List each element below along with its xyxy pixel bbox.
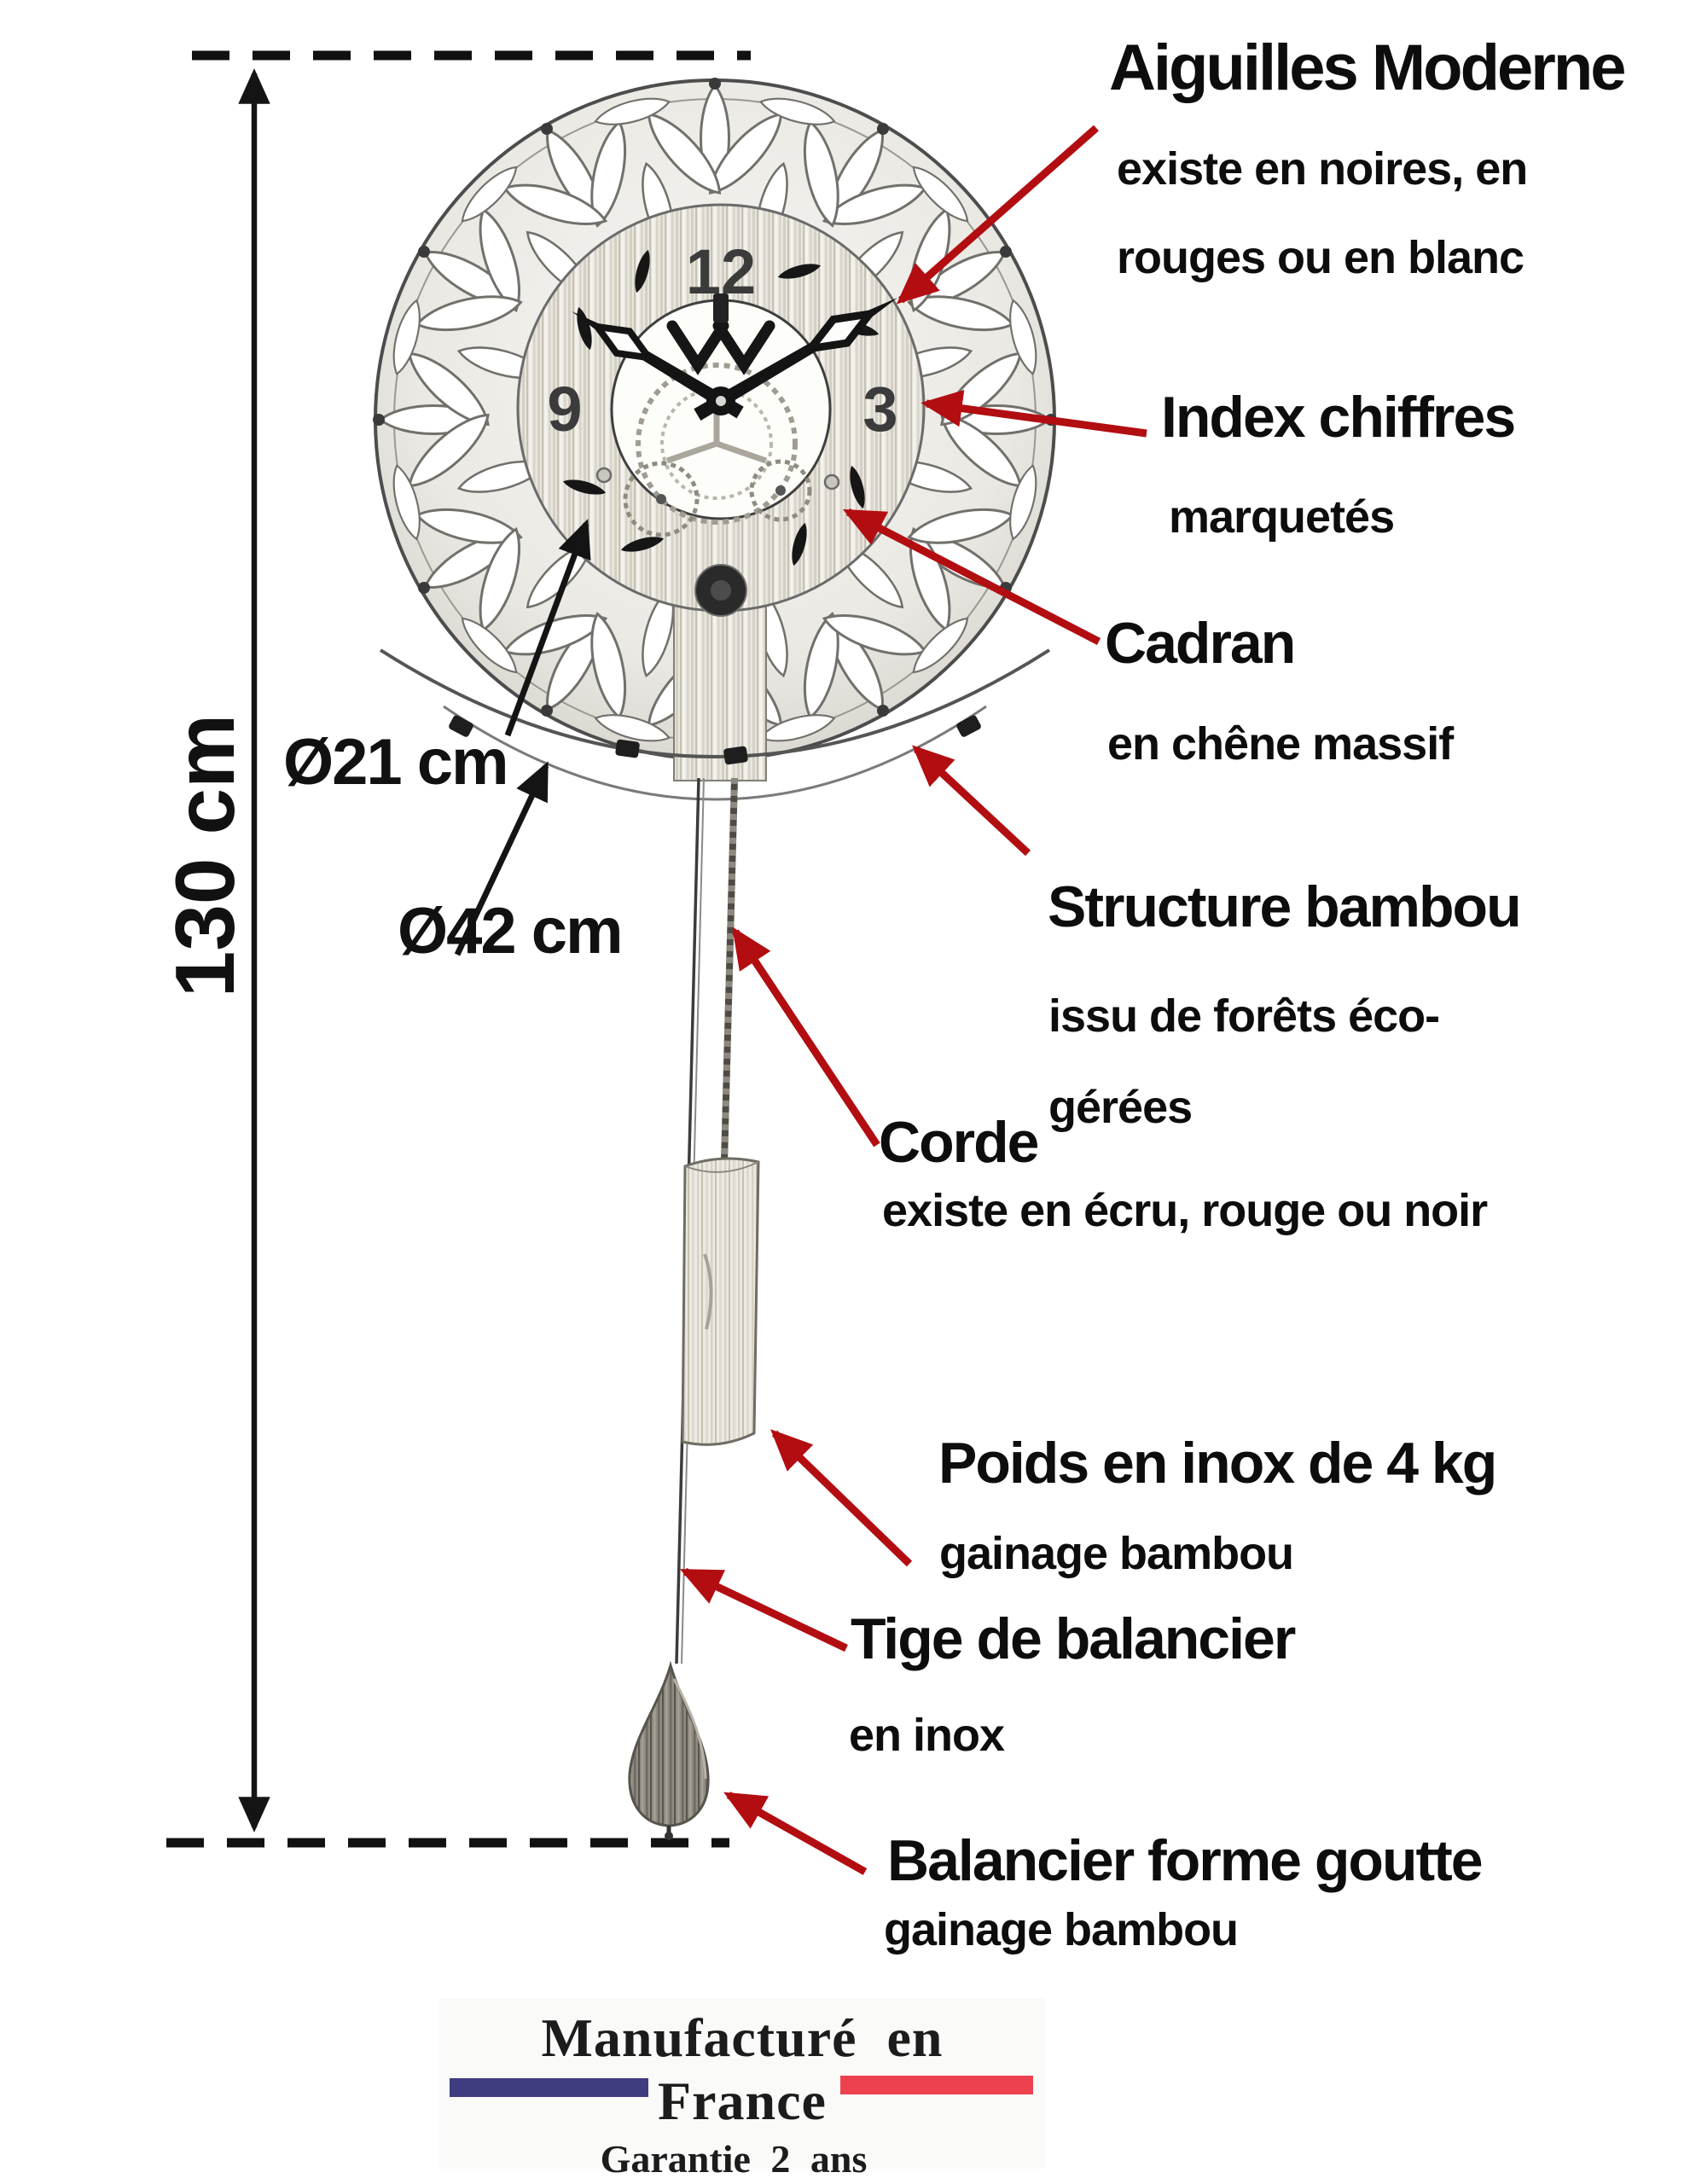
pendulum-bob [628, 1660, 710, 1827]
structure-diameter-label: Ø42 cm [398, 895, 624, 967]
pendulum-assembly [628, 777, 760, 1840]
ball-bottom-rim [379, 648, 1051, 801]
warranty-text: Garantie 2 ans [600, 2137, 868, 2181]
escapement-right [712, 320, 775, 375]
annotation-sub-corde-1: existe en écru, rouge ou noir [882, 1185, 1488, 1236]
escapement-left [666, 320, 729, 375]
annotation-title-balancier: Balancier forme goutte [887, 1828, 1484, 1893]
dimension-guides [166, 50, 751, 1848]
made-in-france-text: Manufacturé en France [541, 2007, 944, 2131]
arrow-structure [912, 745, 1031, 857]
annotation-sub-tige-1: en inox [849, 1710, 1005, 1761]
dial-numeral-9: 9 [547, 374, 582, 444]
arrow-cadran [842, 508, 1101, 645]
arrow-balancier [723, 1792, 868, 1875]
annotation-title-structure: Structure bambou [1048, 874, 1522, 939]
annotation-title-poids: Poids en inox de 4 kg [938, 1431, 1497, 1496]
annotation-title-cadran: Cadran [1105, 611, 1296, 676]
weight-cylinder [681, 1157, 760, 1446]
annotation-title-tige: Tige de balancier [851, 1606, 1296, 1671]
arrow-index [920, 389, 1147, 438]
annotation-title-aiguilles: Aiguilles Moderne [1109, 32, 1627, 104]
arrow-tige [679, 1567, 848, 1653]
annotation-sub-balancier-1: gainage bambou [884, 1904, 1239, 1955]
annotation-sub-cadran-1: en chêne massif [1107, 718, 1454, 770]
annotation-title-index: Index chiffres [1161, 385, 1516, 450]
arrow-dial-diameter [504, 519, 591, 737]
dial-numeral-3: 3 [862, 374, 897, 444]
flag-blue-bar [450, 2078, 648, 2097]
annotation-sub-index-1: marquetés [1169, 491, 1395, 543]
arrow-poids [770, 1429, 913, 1567]
red-arrows [679, 125, 1147, 1875]
clock-movement [572, 293, 898, 617]
arrow-aiguilles [896, 125, 1099, 305]
annotation-sub-structure-2: gérées [1048, 1082, 1193, 1133]
annotation-sub-aiguilles-1: existe en noires, en [1117, 143, 1528, 195]
flag-red-bar [840, 2076, 1033, 2094]
annotation-sub-structure-1: issu de forêts éco- [1048, 990, 1440, 1042]
arrow-structure-diameter [454, 761, 549, 956]
dial-screws [595, 467, 840, 491]
dial-column [673, 592, 767, 781]
annotation-sub-aiguilles-2: rouges ou en blanc [1117, 232, 1524, 283]
annotation-sub-poids-1: gainage bambou [939, 1528, 1294, 1579]
black-arrows [454, 519, 591, 956]
arrow-corde [732, 926, 880, 1147]
annotation-title-corde: Corde [879, 1110, 1039, 1175]
dial-diameter-label: Ø21 cm [283, 726, 509, 799]
